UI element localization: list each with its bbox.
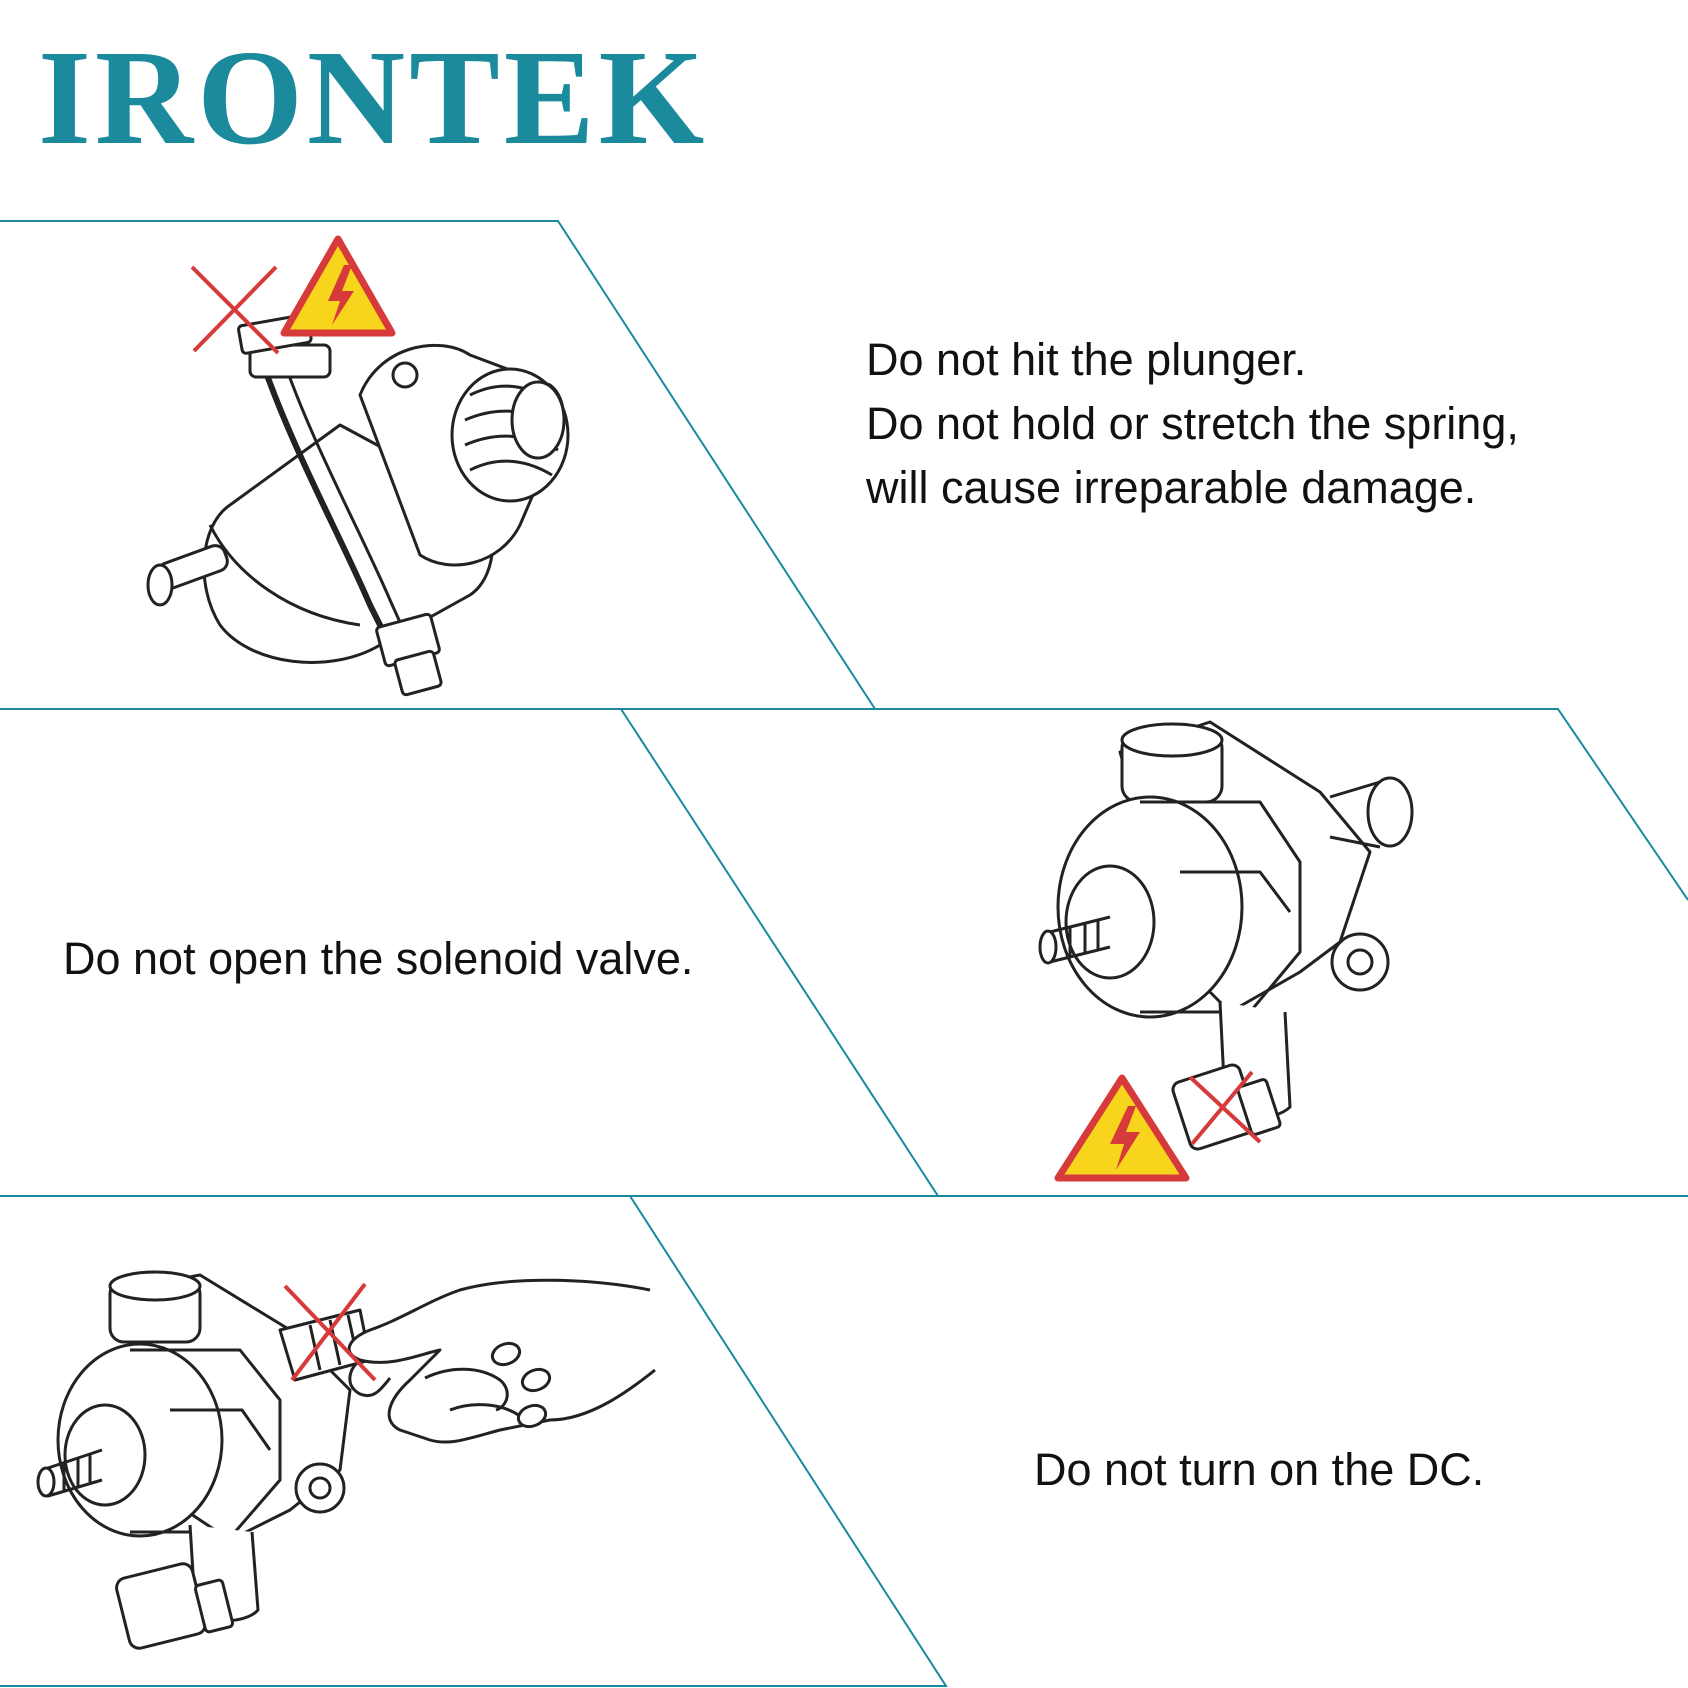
high-voltage-warning-icon	[1054, 1074, 1190, 1182]
warning-line: will cause irreparable damage.	[866, 462, 1477, 513]
fuel-pump-illustration	[36, 1270, 656, 1650]
warning-line: Do not hold or stretch the spring,	[866, 398, 1519, 449]
fuel-pump-illustration	[146, 235, 570, 697]
prohibited-cross-icon	[1188, 1070, 1262, 1146]
warning-line: Do not turn on the DC.	[1034, 1444, 1485, 1495]
fuel-pump-illustration	[1038, 720, 1414, 1182]
warning-line: Do not open the solenoid valve.	[63, 933, 694, 984]
brand-logo: IRONTEK	[38, 23, 709, 173]
warning-text-plunger: Do not hit the plunger. Do not hold or s…	[866, 328, 1519, 520]
prohibited-cross-icon	[190, 265, 280, 355]
high-voltage-warning-icon	[280, 235, 396, 337]
warning-line: Do not hit the plunger.	[866, 334, 1307, 385]
warning-text-dc: Do not turn on the DC.	[1034, 1438, 1484, 1502]
prohibited-cross-icon	[283, 1282, 377, 1382]
warning-text-solenoid: Do not open the solenoid valve.	[63, 927, 693, 991]
